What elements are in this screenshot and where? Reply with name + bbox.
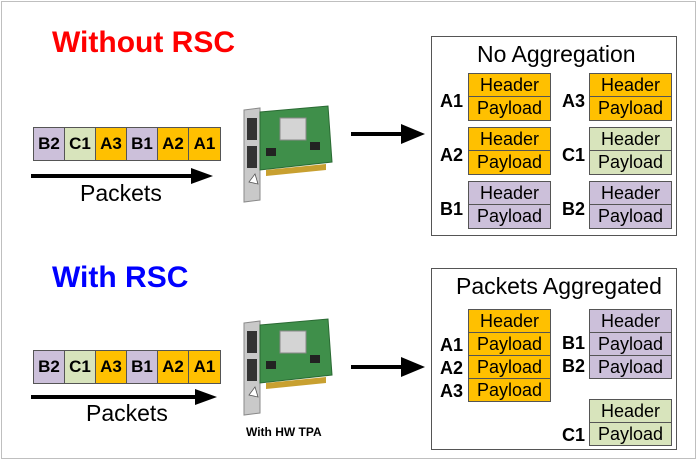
no-aggregation-panel: No Aggregation A1 Header Payload A3 Head… — [431, 36, 677, 236]
payload-box: Payload — [468, 204, 551, 229]
header-box: Header — [468, 309, 551, 333]
packets-flow-arrow-bottom — [31, 389, 217, 405]
packets-label-bottom: Packets — [86, 400, 168, 426]
group-tag-a1: A1 — [440, 91, 464, 111]
header-box: Header — [468, 127, 551, 151]
header-box: Header — [589, 399, 672, 423]
group-tag-b2: B2 — [562, 199, 586, 219]
group-tag-b1: B1 — [440, 199, 464, 219]
header-box: Header — [589, 73, 672, 97]
group-tag-a2: A2 — [440, 358, 464, 378]
payload-box: Payload — [468, 332, 551, 356]
packet-b1: B1 — [127, 128, 158, 160]
packet-strip-bottom: B2 C1 A3 B1 A2 A1 — [33, 350, 221, 384]
payload-box: Payload — [589, 204, 672, 229]
group-tag-c1: C1 — [562, 425, 586, 445]
group-tag-b2: B2 — [562, 356, 586, 376]
payload-box: Payload — [589, 422, 672, 446]
payload-box: Payload — [468, 96, 551, 121]
group-tag-a3: A3 — [562, 91, 586, 111]
packet-strip-top: B2 C1 A3 B1 A2 A1 — [33, 127, 221, 161]
group-tag-c1: C1 — [562, 145, 586, 165]
packet-c1: C1 — [65, 351, 96, 383]
packet-a1: A1 — [189, 128, 220, 160]
packet-c1: C1 — [65, 128, 96, 160]
payload-box: Payload — [589, 96, 672, 121]
packet-b1: B1 — [127, 351, 158, 383]
header-box: Header — [589, 181, 672, 205]
packet-a3: A3 — [96, 128, 127, 160]
packets-label-top: Packets — [80, 180, 162, 206]
packet-b2: B2 — [34, 351, 65, 383]
nic-output-arrow-bottom — [351, 357, 425, 377]
nic-caption: With HW TPA — [246, 425, 322, 439]
payload-box: Payload — [468, 355, 551, 379]
no-aggregation-title: No Aggregation — [477, 41, 636, 67]
title-with-rsc: With RSC — [52, 261, 189, 294]
payload-box: Payload — [468, 378, 551, 402]
packet-a2: A2 — [158, 128, 189, 160]
payload-box: Payload — [589, 150, 672, 175]
packet-b2: B2 — [34, 128, 65, 160]
title-without-rsc: Without RSC — [52, 26, 236, 59]
group-tag-b1: B1 — [562, 333, 586, 353]
nic-output-arrow-top — [351, 124, 425, 144]
group-tag-a1: A1 — [440, 335, 464, 355]
payload-box: Payload — [589, 332, 672, 356]
payload-box: Payload — [468, 150, 551, 175]
header-box: Header — [468, 73, 551, 97]
packets-aggregated-title: Packets Aggregated — [456, 273, 662, 299]
group-tag-a3: A3 — [440, 381, 464, 401]
packet-a1: A1 — [189, 351, 220, 383]
packet-a3: A3 — [96, 351, 127, 383]
packet-a2: A2 — [158, 351, 189, 383]
header-box: Header — [589, 309, 672, 333]
network-card-image-bottom — [236, 317, 336, 422]
group-tag-a2: A2 — [440, 145, 464, 165]
packets-flow-arrow-top — [31, 168, 213, 184]
header-box: Header — [468, 181, 551, 205]
payload-box: Payload — [589, 355, 672, 379]
network-card-image-top — [236, 104, 336, 209]
header-box: Header — [589, 127, 672, 151]
packets-aggregated-panel: Packets Aggregated Header A1 Payload A2 … — [431, 268, 677, 450]
